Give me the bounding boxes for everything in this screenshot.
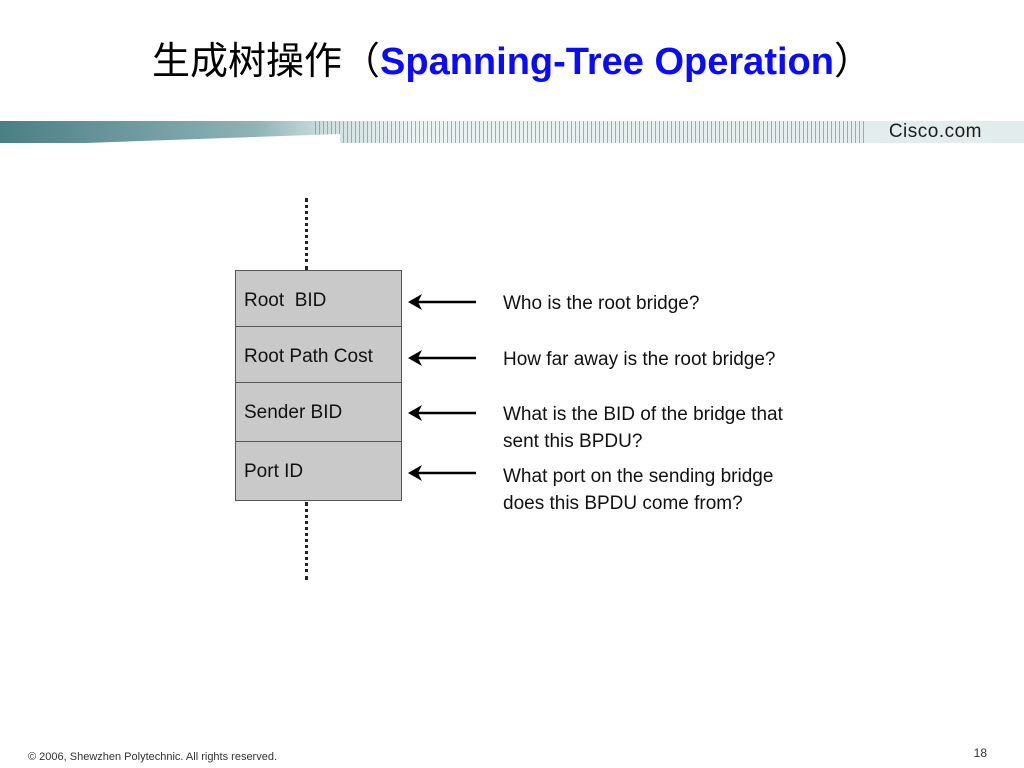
arrow-left-icon xyxy=(408,294,476,310)
field-root-path-cost: Root Path Cost xyxy=(236,327,401,383)
question-text: Who is the root bridge? xyxy=(503,293,700,314)
field-root-bid: Root BID xyxy=(236,271,401,327)
brand-logo: Cisco.com xyxy=(888,121,982,142)
slide-title: 生成树操作（Spanning-Tree Operation） xyxy=(0,42,1024,81)
frame-continuation-top xyxy=(305,198,308,270)
question-root-path-cost: How far away is the root bridge? xyxy=(503,346,775,373)
question-text-line1: What is the BID of the bridge that xyxy=(503,404,783,425)
slide-title-english: Spanning-Tree Operation xyxy=(380,41,834,83)
question-text-line2: does this BPDU come from? xyxy=(503,493,743,514)
slide-title-close-paren: ） xyxy=(833,39,872,83)
question-text-line2: sent this BPDU? xyxy=(503,431,643,452)
question-port-id: What port on the sending bridge does thi… xyxy=(503,463,773,517)
page-number: 18 xyxy=(973,746,987,760)
arrow-left-icon xyxy=(408,465,476,481)
question-sender-bid: What is the BID of the bridge that sent … xyxy=(503,401,783,455)
banner-stripes xyxy=(315,121,865,143)
header-banner: Cisco.com xyxy=(0,117,1024,147)
slide-title-chinese: 生成树操作（ xyxy=(152,39,381,83)
question-text: How far away is the root bridge? xyxy=(503,349,776,370)
bpdu-frame: Root BID Root Path Cost Sender BID Port … xyxy=(235,270,402,501)
question-text-line1: What port on the sending bridge xyxy=(503,466,774,487)
frame-continuation-bottom xyxy=(305,502,308,580)
footer-copyright: © 2006, Shewzhen Polytechnic. All rights… xyxy=(28,751,278,763)
question-root-bid: Who is the root bridge? xyxy=(503,290,699,317)
field-sender-bid: Sender BID xyxy=(236,383,401,442)
arrow-left-icon xyxy=(408,350,476,366)
field-port-id: Port ID xyxy=(236,442,401,501)
arrow-left-icon xyxy=(408,405,476,421)
